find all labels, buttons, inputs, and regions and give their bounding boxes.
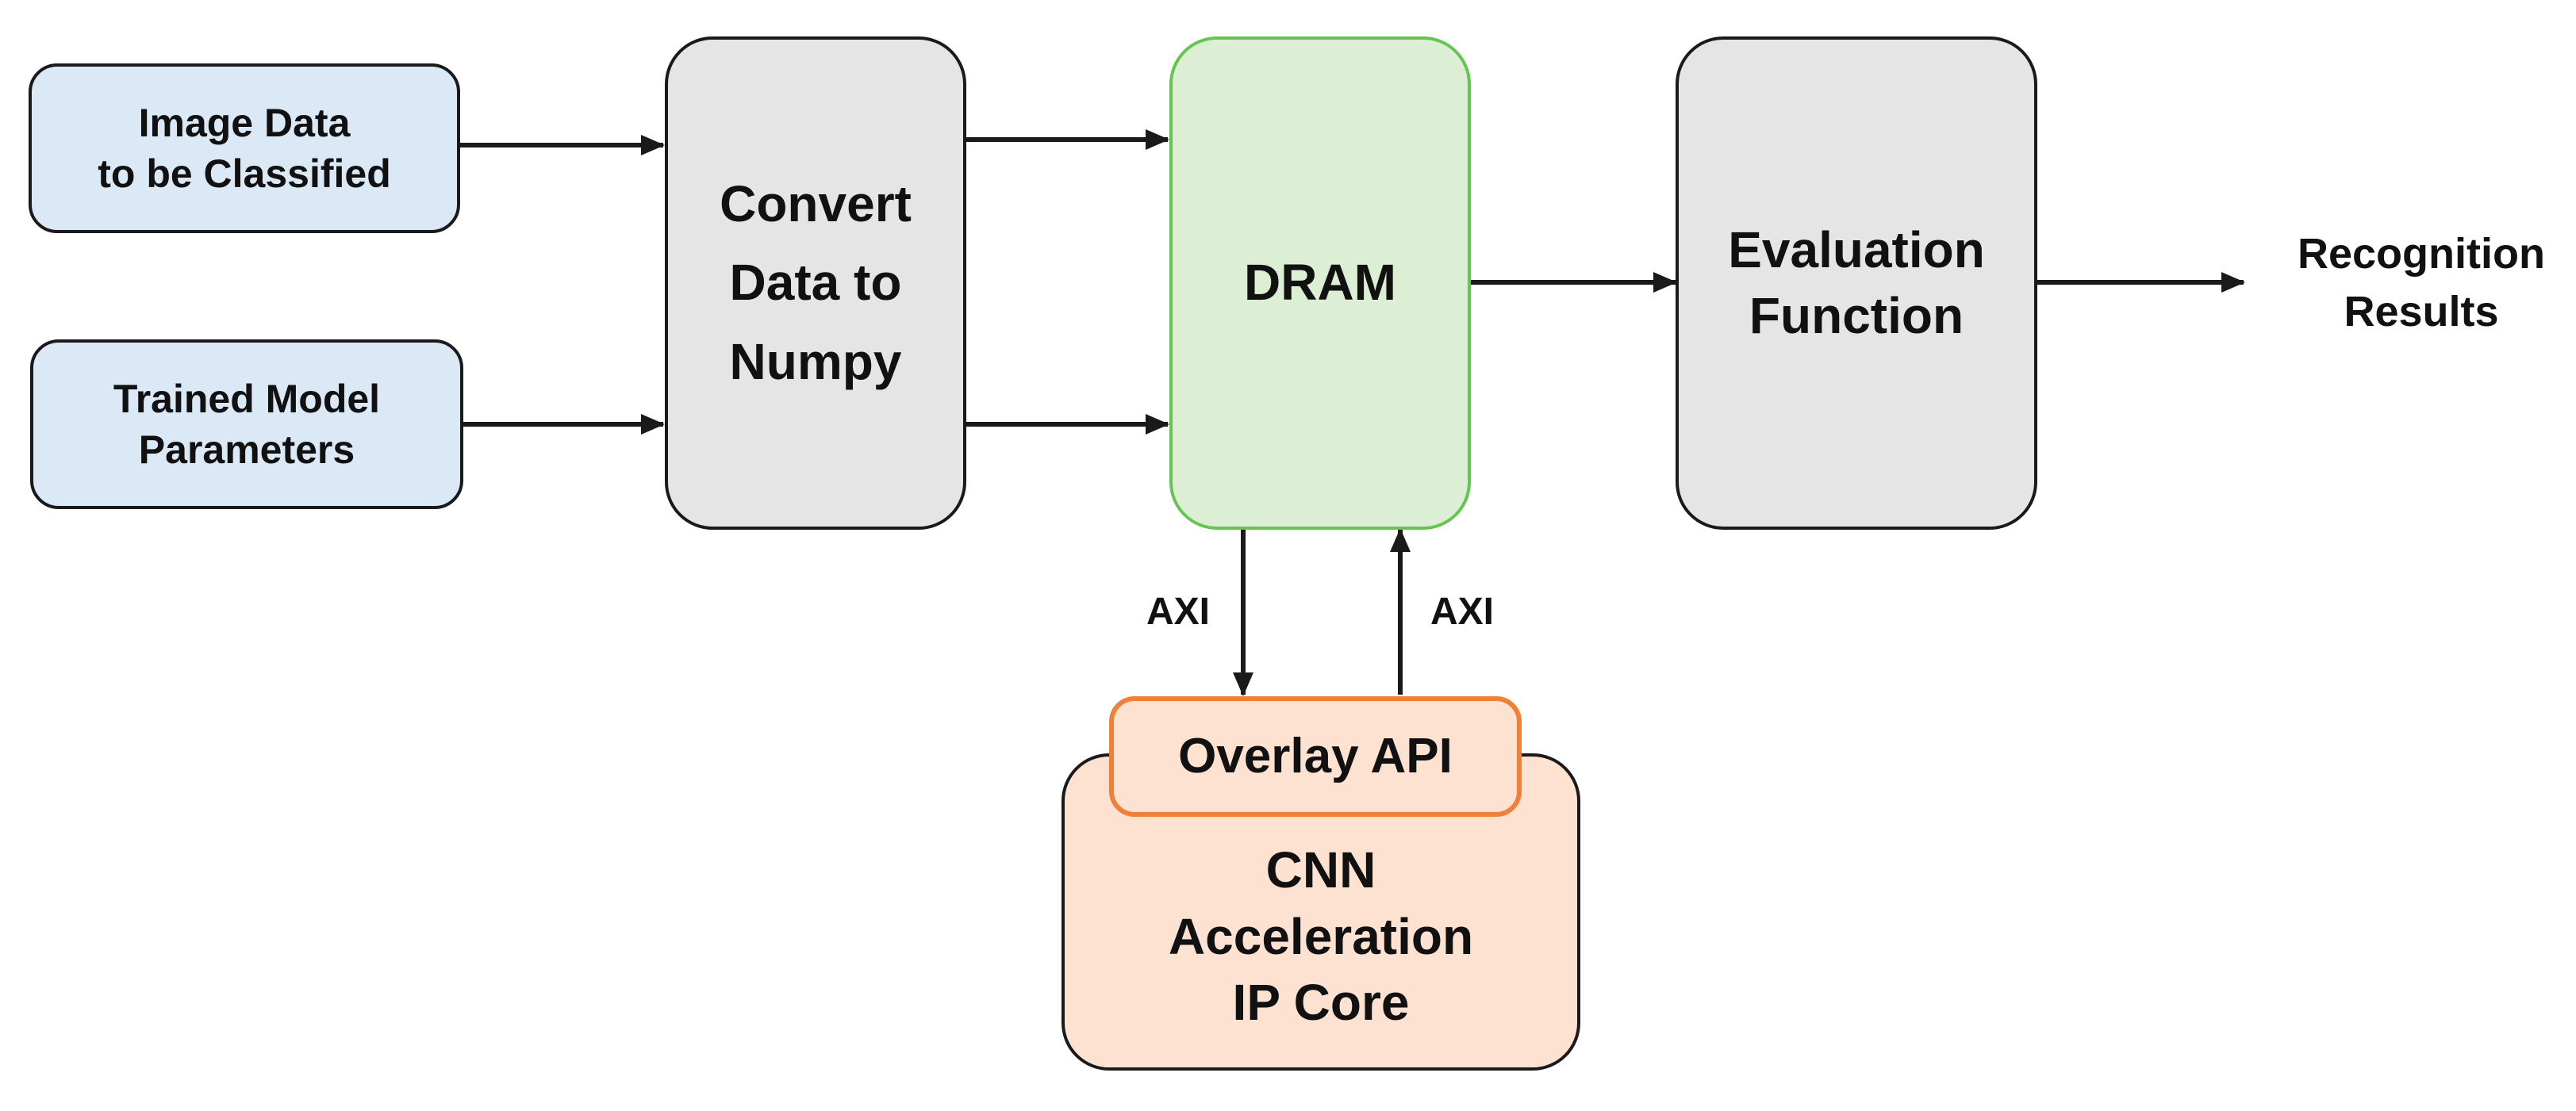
convert-numpy-label: Convert Data to Numpy bbox=[720, 175, 912, 390]
image-data-box: Image Data to be Classified bbox=[29, 63, 460, 233]
dram-label: DRAM bbox=[1244, 254, 1396, 312]
overlay-api-box: Overlay API bbox=[1109, 696, 1522, 817]
cnn-ip-core-label: CNN Acceleration IP Core bbox=[1168, 841, 1474, 1031]
evaluation-function-label: Evaluation Function bbox=[1728, 220, 1985, 344]
axi-down-label: AXI bbox=[1146, 591, 1210, 633]
overlay-api-label: Overlay API bbox=[1178, 729, 1453, 784]
convert-numpy-box: Convert Data to Numpy bbox=[665, 36, 966, 530]
model-params-label: Trained Model Parameters bbox=[113, 377, 381, 472]
axi-up-label: AXI bbox=[1430, 591, 1494, 633]
dram-box: DRAM bbox=[1169, 36, 1471, 530]
model-params-box: Trained Model Parameters bbox=[30, 339, 463, 509]
evaluation-function-box: Evaluation Function bbox=[1676, 36, 2037, 530]
recognition-results-label: Recognition Results bbox=[2298, 230, 2545, 335]
image-data-label: Image Data to be Classified bbox=[98, 101, 391, 196]
